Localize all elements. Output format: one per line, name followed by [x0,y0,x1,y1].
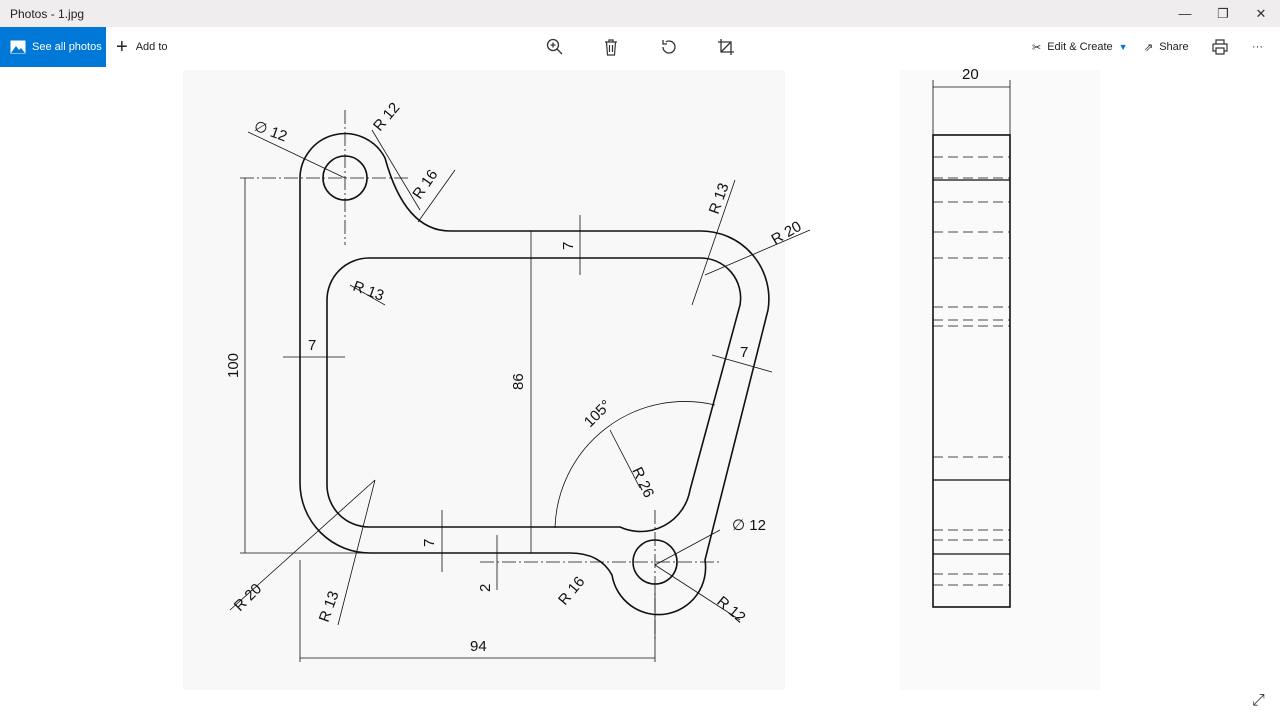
add-to-button[interactable]: + Add to [116,27,168,67]
share-icon: ⇗ [1144,41,1154,54]
inner-outline [326,257,742,533]
plus-icon: + [116,35,128,58]
add-to-label: Add to [135,41,168,53]
see-all-photos-button[interactable]: See all photos [0,27,106,67]
side-view [932,134,1011,608]
dim-20: 20 [962,67,979,83]
drawing-sheet-side [900,70,1100,690]
delete-button[interactable] [603,27,619,67]
trash-icon [605,39,617,56]
dim-100: 100 [225,353,242,378]
zoom-in-icon [546,38,563,55]
rotate-icon [662,40,676,54]
outer-outline [299,132,770,616]
edit-create-icon: ✂ [1032,41,1042,54]
title-bar: Photos - 1.jpg — ❐ ✕ [0,0,1280,27]
photos-icon [10,40,26,54]
image-viewer: ∅ 12 R 12 R 16 R 13 R 20 R 13 7 100 86 7… [0,66,1280,720]
restore-button[interactable]: ❐ [1217,5,1229,21]
share-button[interactable]: ⇗ Share [1144,27,1189,67]
dim-7-right: 7 [740,344,748,361]
dim-86: 86 [510,373,527,390]
drawing-sheet-front [183,70,785,690]
close-button[interactable]: ✕ [1255,5,1267,21]
technical-drawing: ∅ 12 R 12 R 16 R 13 R 20 R 13 7 100 86 7… [183,66,1100,690]
more-button[interactable]: ··· [1252,41,1263,53]
printer-icon [1212,39,1228,55]
fullscreen-button[interactable]: ⤢ [1252,692,1265,709]
edit-create-label: Edit & Create [1047,41,1113,53]
rotate-button[interactable] [660,27,678,67]
toolbar: See all photos + Add to ✂Edit & Create▼ … [0,27,1280,67]
window-title: Photos - 1.jpg [10,7,85,21]
share-label: Share [1159,41,1189,53]
chevron-down-icon: ▼ [1118,42,1128,52]
dim-7-bottom: 7 [421,539,438,547]
see-all-label: See all photos [32,41,102,53]
dim-dia-bottom: ∅ 12 [732,517,766,534]
zoom-button[interactable] [546,27,564,67]
edit-create-button[interactable]: ✂ Edit & Create ▼ [1032,27,1128,67]
dim-2: 2 [477,584,494,592]
dim-7-left: 7 [308,337,316,354]
dim-94: 94 [470,638,487,655]
dim-7-top: 7 [560,242,577,250]
minimize-button[interactable]: — [1178,6,1192,21]
print-button[interactable] [1212,27,1228,67]
crop-icon [718,39,734,55]
crop-button[interactable] [717,27,735,67]
